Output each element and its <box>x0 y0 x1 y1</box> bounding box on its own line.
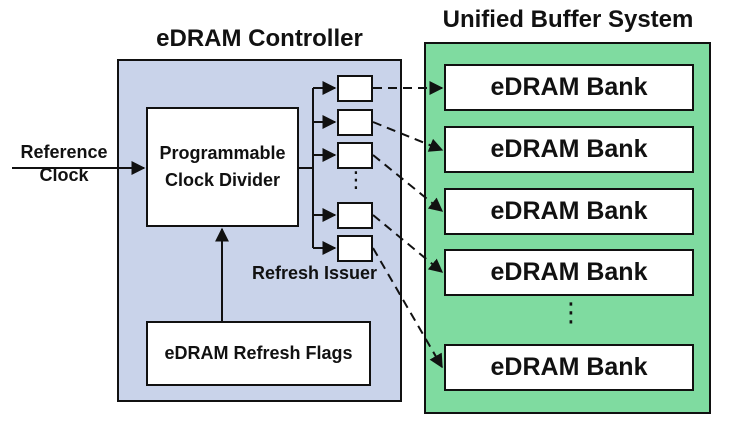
refresh-issuer-cell <box>337 235 373 262</box>
cell-to-bank-arrow <box>372 121 444 152</box>
edram-refresh-flags: eDRAM Refresh Flags <box>146 321 371 386</box>
reference-clock-line1: Reference <box>20 142 108 162</box>
edram-bank: eDRAM Bank <box>444 188 694 235</box>
cell-to-bank-arrow <box>372 154 444 212</box>
refresh-issuer-label: Refresh Issuer <box>252 263 378 283</box>
unified-buffer-title: Unified Buffer System <box>442 6 694 33</box>
refresh-issuer-cell <box>337 75 373 102</box>
edram-bank: eDRAM Bank <box>444 344 694 391</box>
cell-to-bank-arrow <box>372 214 444 273</box>
cell-to-bank-arrow <box>372 247 443 369</box>
edram-bank: eDRAM Bank <box>444 64 694 111</box>
divider-line1: Programmable <box>159 143 286 163</box>
divider-line2: Clock Divider <box>164 170 281 190</box>
edram-bank: eDRAM Bank <box>444 249 694 296</box>
refresh-issuer-cell <box>337 202 373 229</box>
refresh-issuer-cell <box>337 142 373 169</box>
edram-controller-title: eDRAM Controller <box>156 25 363 52</box>
programmable-clock-divider: Programmable Clock Divider <box>146 107 299 227</box>
refresh-issuer-ellipsis: ⋮ <box>345 167 367 192</box>
edram-bank: eDRAM Bank <box>444 126 694 173</box>
reference-clock-label: Reference Clock <box>0 142 128 186</box>
refresh-issuer-cell <box>337 109 373 136</box>
reference-clock-line2: Clock <box>39 164 89 185</box>
